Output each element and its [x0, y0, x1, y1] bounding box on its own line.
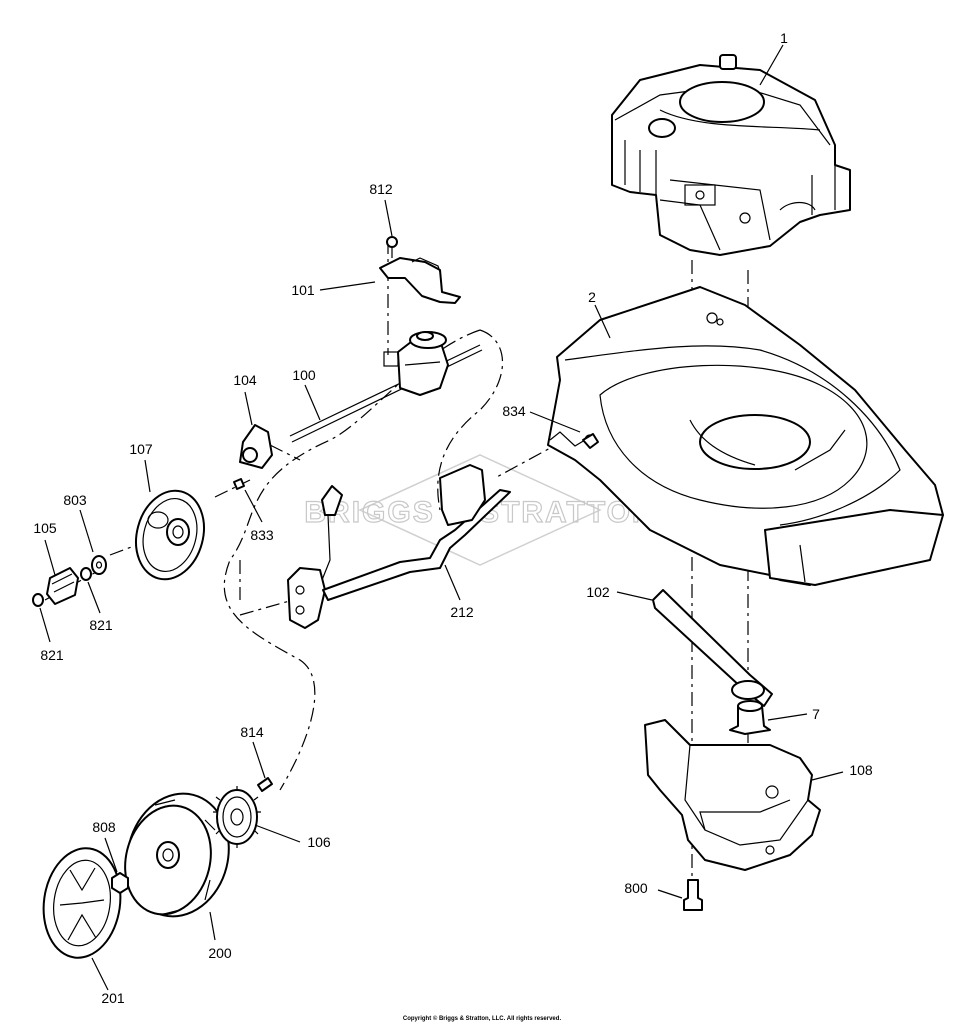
callout-821-lower: 821: [40, 647, 64, 663]
engine-icon: [611, 54, 851, 256]
callout-107: 107: [129, 441, 153, 457]
callout-803: 803: [63, 492, 87, 508]
cover-plate-icon: [379, 236, 461, 304]
callout-833: 833: [250, 527, 274, 543]
callout-101: 101: [291, 282, 315, 298]
callout-7: 7: [812, 706, 820, 722]
wheel-cover-icon: [135, 489, 205, 581]
callout-212: 212: [450, 604, 474, 620]
callout-808: 808: [92, 819, 116, 835]
callout-102: 102: [586, 584, 610, 600]
callout-100: 100: [292, 367, 316, 383]
adapter-icon: [729, 700, 771, 735]
bolt-icon: [683, 879, 703, 911]
callout-104: 104: [233, 372, 257, 388]
bracket-icon: [233, 424, 273, 490]
callout-201: 201: [101, 990, 125, 1006]
hub-cap-icon: [42, 847, 122, 959]
pinion-icon: [32, 555, 107, 607]
callout-106: 106: [307, 834, 331, 850]
gear-icon: [213, 777, 273, 848]
leader-lines: [39, 44, 844, 991]
callout-105: 105: [33, 520, 57, 536]
baffle-icon: [644, 719, 821, 871]
callout-2: 2: [588, 289, 596, 305]
callout-1: 1: [780, 30, 788, 46]
handle-shaft-icon: [287, 464, 511, 629]
blade-icon: [652, 589, 773, 707]
transmission-icon: [289, 331, 483, 443]
deck-icon: [547, 286, 944, 586]
wheel-icon: [124, 792, 230, 918]
callout-800: 800: [624, 880, 648, 896]
callout-814: 814: [240, 724, 264, 740]
screw-834-icon: [582, 433, 599, 449]
callout-108: 108: [849, 762, 873, 778]
copyright-notice: Copyright © Briggs & Stratton, LLC. All …: [403, 1015, 562, 1022]
callout-200: 200: [208, 945, 232, 961]
callout-812: 812: [369, 181, 393, 197]
callout-labels: 1 2 812 101 100 104 833 107 803 105 821 …: [33, 30, 873, 1006]
nut-icon: [111, 872, 129, 894]
callout-834: 834: [502, 403, 526, 419]
callout-821-upper: 821: [89, 617, 113, 633]
